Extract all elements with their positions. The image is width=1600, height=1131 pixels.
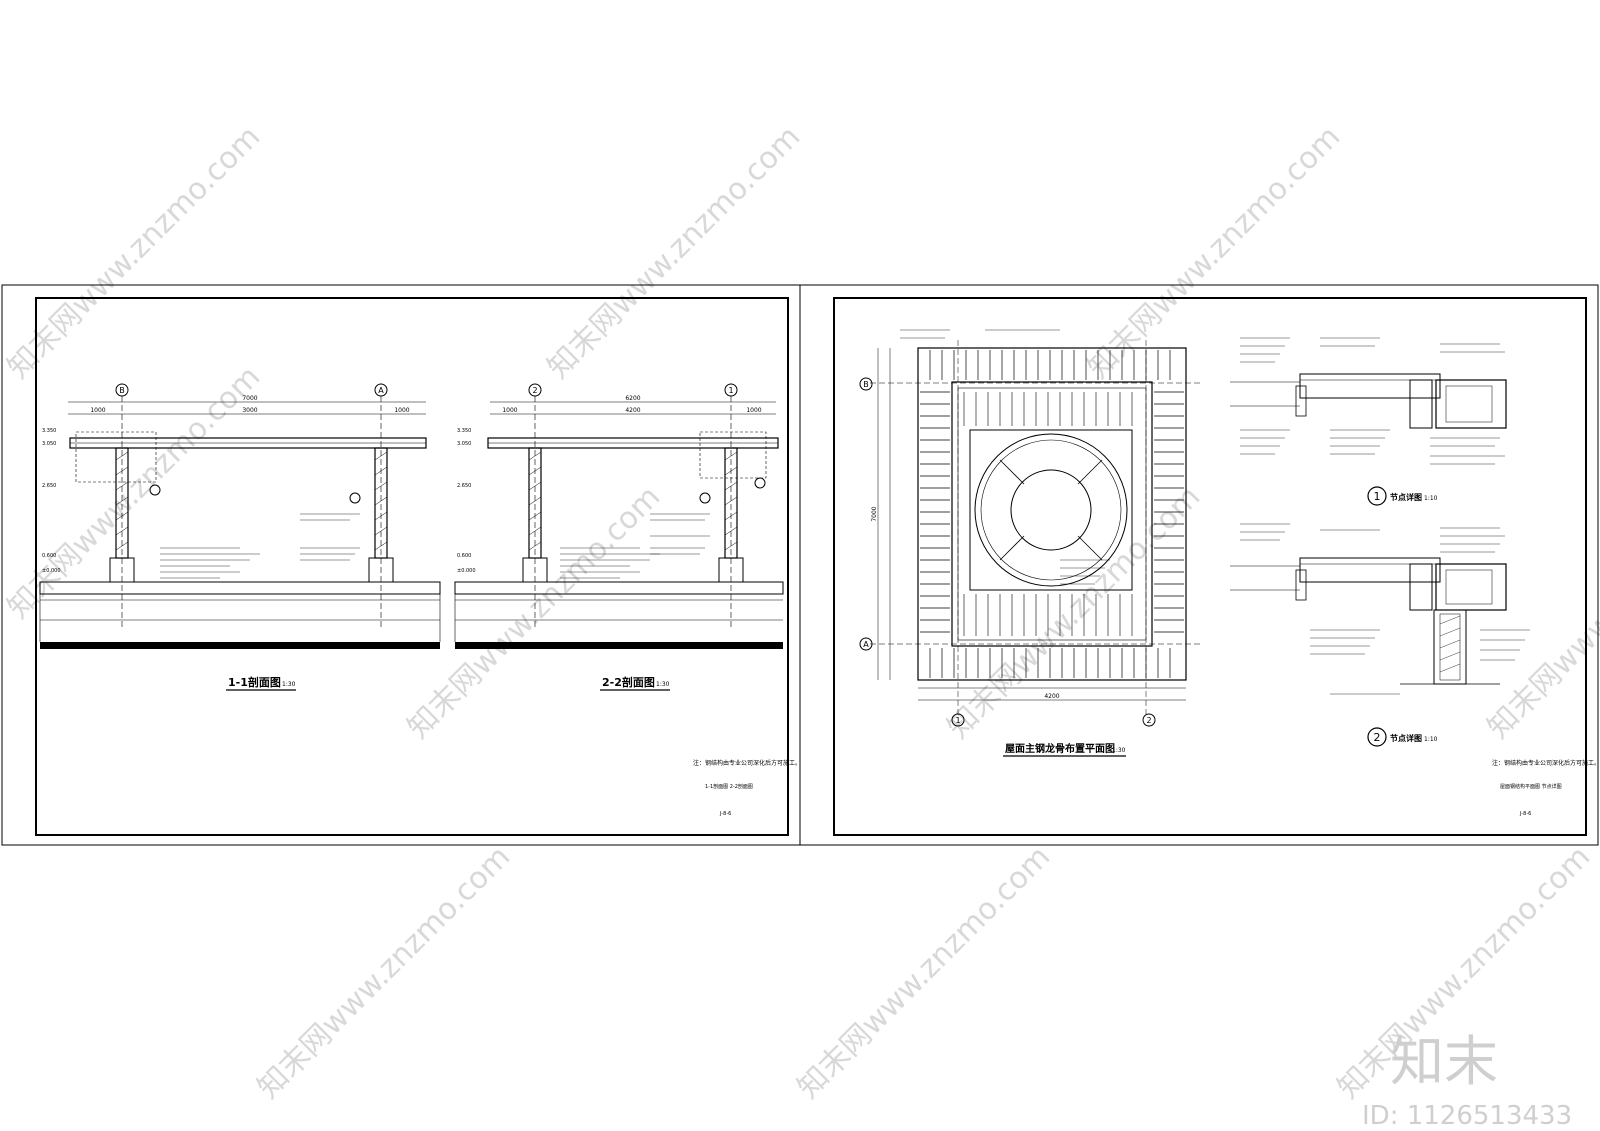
grid-label-1: 1 (728, 386, 733, 395)
dim-left: 1000 (502, 407, 517, 414)
detail-1: 1 节点详图 1:10 (1230, 337, 1507, 506)
grid-label-a: A (378, 386, 384, 395)
right-sheet-title: 屋面钢结构平面图 节点详图 (1500, 783, 1562, 790)
watermark-text: 知末网www.znzmo.com (1481, 479, 1600, 745)
grid-label-2: 2 (1146, 716, 1151, 725)
watermark-text: 知末网www.znzmo.com (251, 839, 517, 1105)
elev-mid: 2.650 (42, 483, 56, 489)
dim-total: 6200 (625, 395, 640, 402)
elev-top: 3.350 (42, 428, 56, 434)
plan-title: 屋面主钢龙骨布置平面图 (1005, 742, 1115, 755)
section2-title: 2-2剖面图 (602, 675, 655, 689)
elev-beam: 3.050 (42, 441, 56, 447)
plan-scale: 1:30 (1112, 747, 1126, 754)
dim-left: 1000 (90, 407, 105, 414)
detail2-scale: 1:10 (1424, 736, 1438, 743)
elev-ground: ±0.000 (457, 568, 476, 574)
elev-low: 0.600 (457, 553, 471, 559)
dim-mid: 4200 (625, 407, 640, 414)
detail-2: 2 节点详图 1:10 (1230, 523, 1530, 747)
elev-top: 3.350 (457, 428, 471, 434)
left-note: 注：钢结构由专业公司深化后方可施工。 (693, 759, 801, 767)
left-sheet-title: 1-1剖面图 2-2剖面图 (705, 783, 753, 790)
grid-label-2: 2 (532, 386, 537, 395)
grid-label-1: 1 (955, 716, 960, 725)
watermark-text: 知末网www.znzmo.com (541, 119, 807, 385)
right-sheet-no: J-8-6 (1519, 811, 1531, 817)
dim-height: 7000 (871, 506, 878, 521)
left-sheet: B A 7000 3000 1000 1000 (1, 284, 801, 846)
right-note: 注：钢结构由专业公司深化后方可施工。 (1492, 759, 1600, 767)
image-id-label: ID: 1126513433 (1362, 1101, 1572, 1131)
watermark-text: 知末网www.znzmo.com (1, 119, 267, 385)
section-1-1: B A 7000 3000 1000 1000 (39, 383, 441, 691)
section1-title: 1-1剖面图 (228, 675, 281, 689)
watermark-text: 知末网www.znzmo.com (941, 479, 1207, 745)
elev-low: 0.600 (42, 553, 56, 559)
watermark-text: 知末网www.znzmo.com (401, 479, 667, 745)
watermark-text: 知末网www.znzmo.com (791, 839, 1057, 1105)
grid-label-b: B (863, 380, 869, 389)
grid-label-a: A (863, 640, 869, 649)
brand-logo: 知末 (1390, 1030, 1498, 1093)
right-sheet: B A 1 2 4200 7000 屋面主钢龙骨布置平面图 1:30 (799, 284, 1600, 846)
grid-label-b: B (119, 386, 125, 395)
watermark-text: 知末网www.znzmo.com (1081, 119, 1347, 385)
detail1-number: 1 (1374, 490, 1381, 503)
detail2-number: 2 (1374, 731, 1381, 744)
elev-beam: 3.050 (457, 441, 471, 447)
dim-right: 1000 (746, 407, 761, 414)
left-sheet-no: J-8-6 (719, 811, 731, 817)
dim-total: 7000 (242, 395, 257, 402)
roof-plan: B A 1 2 4200 7000 屋面主钢龙骨布置平面图 1:30 (859, 329, 1200, 757)
section-2-2: 2 1 6200 4200 1000 1000 3.350 (454, 383, 784, 691)
detail1-scale: 1:10 (1424, 495, 1438, 502)
detail2-title: 节点详图 (1390, 733, 1422, 743)
watermark-text: 知末网www.znzmo.com (1, 359, 267, 625)
section1-scale: 1:30 (282, 681, 296, 688)
elev-ground: ±0.000 (42, 568, 61, 574)
dim-width: 4200 (1044, 693, 1059, 700)
elev-mid: 2.650 (457, 483, 471, 489)
dim-right: 1000 (394, 407, 409, 414)
detail1-title: 节点详图 (1390, 492, 1422, 502)
section2-scale: 1:30 (656, 681, 670, 688)
dim-mid: 3000 (242, 407, 257, 414)
